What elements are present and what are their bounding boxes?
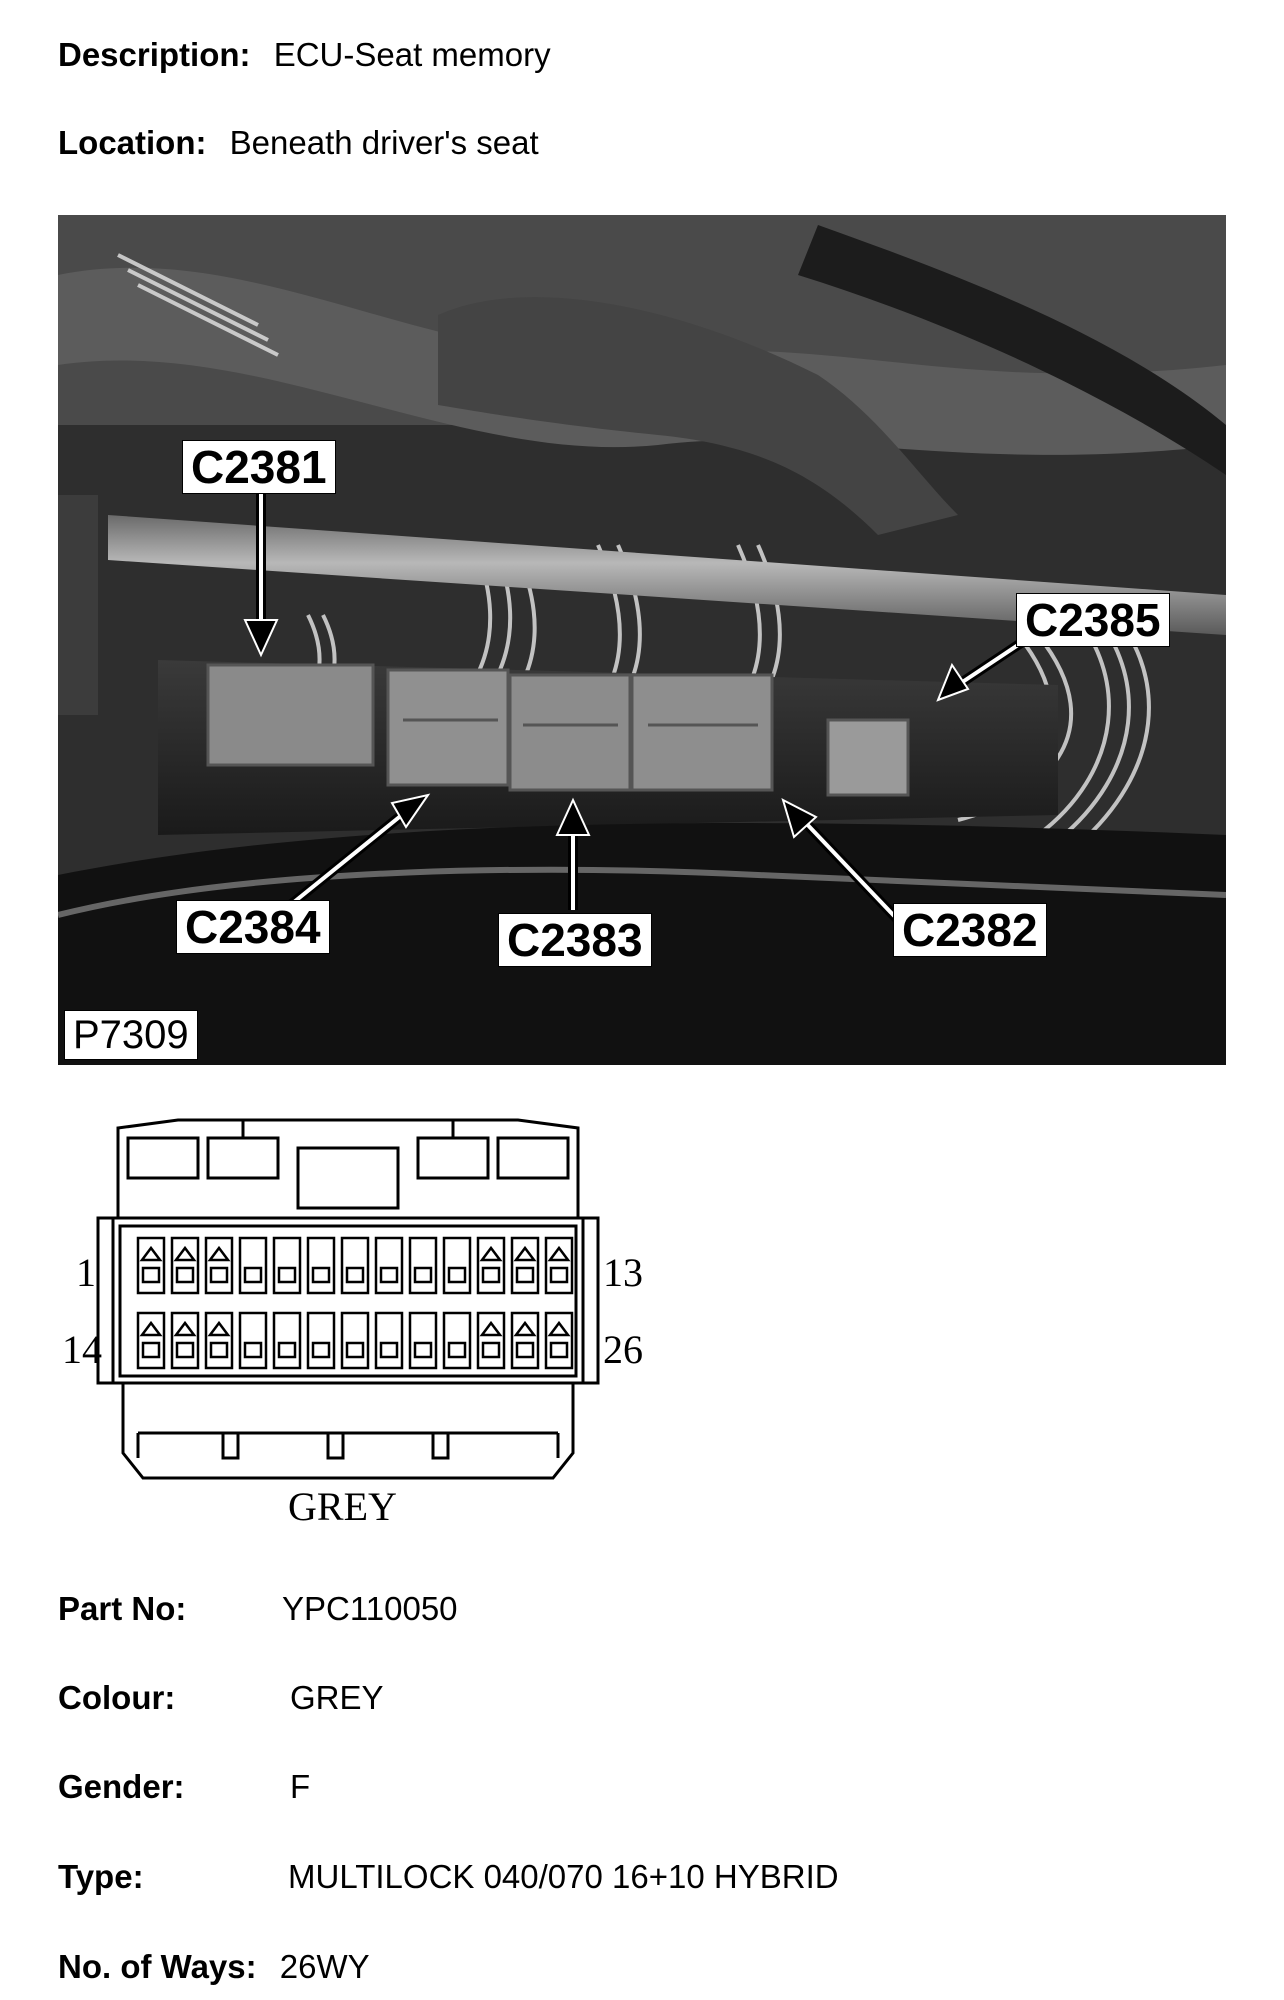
pin-cavity (340, 1236, 370, 1295)
pin-cavity (306, 1311, 336, 1370)
location-row: Location: Beneath driver's seat (58, 124, 539, 162)
photo-code: P7309 (64, 1010, 198, 1060)
pin-terminal (447, 1266, 467, 1284)
pin-cavity (408, 1311, 438, 1370)
pin-cavity (442, 1236, 472, 1295)
pin-grid (136, 1236, 574, 1370)
type-label: Type: (58, 1858, 144, 1895)
pin-latch (479, 1245, 503, 1262)
pin-cavity (340, 1311, 370, 1370)
pin-terminal (141, 1341, 161, 1359)
type-value: MULTILOCK 040/070 16+10 HYBRID (288, 1858, 839, 1895)
colour-label: Colour: (58, 1679, 176, 1716)
pin-cavity (238, 1236, 268, 1295)
pin-terminal (175, 1341, 195, 1359)
pin-label-14: 14 (62, 1327, 102, 1372)
pin-cavity (476, 1311, 506, 1370)
pin-terminal (243, 1266, 263, 1284)
pin-cavity (170, 1311, 200, 1370)
pin-terminal (345, 1341, 365, 1359)
pin-latch (479, 1320, 503, 1337)
pin-terminal (413, 1266, 433, 1284)
callout-c2385: C2385 (1016, 593, 1170, 647)
type-row: Type: MULTILOCK 040/070 16+10 HYBRID (58, 1858, 839, 1896)
pin-latch (173, 1245, 197, 1262)
pin-terminal (311, 1341, 331, 1359)
part-no-row: Part No: YPC110050 (58, 1590, 458, 1628)
location-label: Location: (58, 124, 207, 161)
pin-cavity (136, 1311, 166, 1370)
description-row: Description: ECU-Seat memory (58, 36, 551, 74)
connector-colour-label: GREY (288, 1484, 397, 1529)
pin-terminal (481, 1341, 501, 1359)
pin-cavity (510, 1311, 540, 1370)
gender-label: Gender: (58, 1768, 185, 1805)
gender-row: Gender: F (58, 1768, 310, 1806)
pin-terminal (413, 1341, 433, 1359)
pin-cavity (204, 1311, 234, 1370)
pin-terminal (515, 1341, 535, 1359)
callout-c2382: C2382 (893, 903, 1047, 957)
pin-cavity (510, 1236, 540, 1295)
pin-latch (207, 1245, 231, 1262)
pin-terminal (345, 1266, 365, 1284)
pin-latch (547, 1320, 571, 1337)
pin-cavity (442, 1311, 472, 1370)
part-no-value: YPC110050 (282, 1590, 458, 1627)
pin-cavity (408, 1236, 438, 1295)
location-photo: C2381 C2385 C2384 C2383 C2382 P7309 (58, 215, 1226, 1065)
pin-cavity (272, 1236, 302, 1295)
callout-c2384: C2384 (176, 900, 330, 954)
pin-terminal (447, 1341, 467, 1359)
pin-cavity (544, 1236, 574, 1295)
pin-terminal (209, 1341, 229, 1359)
colour-row: Colour: GREY (58, 1679, 384, 1717)
callout-c2383: C2383 (498, 913, 652, 967)
pin-label-1: 1 (76, 1250, 96, 1295)
pin-cavity (544, 1311, 574, 1370)
pin-terminal (141, 1266, 161, 1284)
connector-face-diagram: 1 13 14 26 GREY (62, 1118, 643, 1529)
pin-terminal (481, 1266, 501, 1284)
pin-terminal (515, 1266, 535, 1284)
pin-latch (513, 1320, 537, 1337)
pin-latch (139, 1245, 163, 1262)
pin-cavity (204, 1236, 234, 1295)
pin-cavity (272, 1311, 302, 1370)
pin-latch (173, 1320, 197, 1337)
pin-terminal (209, 1266, 229, 1284)
pin-terminal (379, 1341, 399, 1359)
pin-latch (207, 1320, 231, 1337)
pin-terminal (175, 1266, 195, 1284)
pin-terminal (277, 1341, 297, 1359)
description-label: Description: (58, 36, 251, 73)
pin-terminal (243, 1341, 263, 1359)
gender-value: F (290, 1768, 311, 1805)
ways-value: 26WY (279, 1948, 370, 1985)
location-value: Beneath driver's seat (229, 124, 539, 161)
pin-cavity (136, 1236, 166, 1295)
pin-cavity (374, 1236, 404, 1295)
pin-latch (139, 1320, 163, 1337)
ways-row: No. of Ways: 26WY (58, 1948, 370, 1986)
part-no-label: Part No: (58, 1590, 187, 1627)
pin-cavity (374, 1311, 404, 1370)
pin-latch (513, 1245, 537, 1262)
pin-terminal (549, 1266, 569, 1284)
pin-latch (547, 1245, 571, 1262)
pin-terminal (549, 1341, 569, 1359)
pin-terminal (311, 1266, 331, 1284)
ways-label: No. of Ways: (58, 1948, 257, 1985)
pin-terminal (379, 1266, 399, 1284)
pin-cavity (238, 1311, 268, 1370)
description-value: ECU-Seat memory (273, 36, 551, 73)
pin-cavity (306, 1236, 336, 1295)
pin-cavity (170, 1236, 200, 1295)
pin-label-13: 13 (603, 1250, 643, 1295)
callout-c2381: C2381 (182, 440, 336, 494)
pin-cavity (476, 1236, 506, 1295)
colour-value: GREY (290, 1679, 384, 1716)
pin-label-26: 26 (603, 1327, 643, 1372)
pin-terminal (277, 1266, 297, 1284)
